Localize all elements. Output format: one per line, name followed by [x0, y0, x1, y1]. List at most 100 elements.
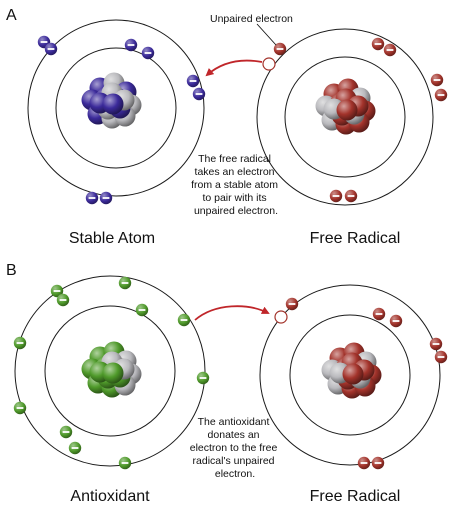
- electron: [285, 297, 299, 311]
- free-radical-b-nucleus: [321, 342, 382, 399]
- stable-atom-inner-orbit: [55, 47, 177, 169]
- electron: [68, 441, 82, 455]
- electron-charge-sign: [53, 290, 61, 292]
- electron: [135, 303, 149, 317]
- antioxidant-nucleus: [81, 341, 142, 398]
- antioxidant-caption: Antioxidant: [70, 488, 150, 505]
- free-radical-b-electrons: [285, 297, 448, 470]
- explanation-b: The antioxidant donates an electron to t…: [190, 416, 280, 480]
- panel-a-letter: A: [6, 7, 17, 24]
- free-radical-b: [259, 284, 448, 470]
- electron: [141, 46, 155, 60]
- unpaired-electron-vacancy-b: [274, 310, 288, 324]
- free-radical-a-inner-orbit: [284, 56, 406, 178]
- electron-charge-sign: [288, 303, 296, 305]
- free-radical-b-caption: Free Radical: [310, 488, 401, 505]
- electron-charge-sign: [375, 313, 383, 315]
- electron: [50, 284, 64, 298]
- electron: [99, 191, 113, 205]
- antioxidant-electrons: [13, 276, 210, 470]
- electron: [85, 191, 99, 205]
- unpaired-electron-pointer: [256, 23, 277, 46]
- electron-charge-sign: [102, 197, 110, 199]
- electron-charge-sign: [374, 43, 382, 45]
- electron-charge-sign: [347, 195, 355, 197]
- electron-charge-sign: [392, 320, 400, 322]
- electron: [59, 425, 73, 439]
- electron: [344, 189, 358, 203]
- electron-charge-sign: [121, 462, 129, 464]
- electron-charge-sign: [40, 41, 48, 43]
- electron: [124, 38, 138, 52]
- electron-charge-sign: [88, 197, 96, 199]
- electron-charge-sign: [437, 94, 445, 96]
- electron-charge-sign: [71, 447, 79, 449]
- electron-charge-sign: [195, 93, 203, 95]
- electron: [192, 87, 206, 101]
- electron: [329, 189, 343, 203]
- stable-atom-electrons: [37, 35, 206, 205]
- nucleon: [342, 363, 364, 385]
- stable-atom-caption: Stable Atom: [69, 230, 155, 247]
- electron-charge-sign: [59, 299, 67, 301]
- free-radical-a-nucleus: [315, 78, 376, 135]
- electron-charge-sign: [437, 356, 445, 358]
- electron-charge-sign: [16, 342, 24, 344]
- electron-charge-sign: [199, 377, 207, 379]
- electron-charge-sign: [180, 319, 188, 321]
- free-radical-a-outer-orbit: [256, 28, 434, 206]
- electron: [177, 313, 191, 327]
- electron: [13, 401, 27, 415]
- electron: [118, 456, 132, 470]
- electron-charge-sign: [189, 80, 197, 82]
- electron: [196, 371, 210, 385]
- electron: [118, 276, 132, 290]
- electron-charge-sign: [144, 52, 152, 54]
- electron: [383, 43, 397, 57]
- nucleon: [102, 362, 124, 384]
- panel-b-letter: B: [6, 262, 17, 279]
- antioxidant-atom: [13, 275, 210, 470]
- electron: [186, 74, 200, 88]
- free-radical-b-inner-orbit: [289, 314, 411, 436]
- antioxidant-outer-orbit: [14, 275, 206, 467]
- electron: [371, 37, 385, 51]
- electron: [434, 88, 448, 102]
- electron: [434, 350, 448, 364]
- free-radical-a-electrons: [273, 37, 448, 203]
- unpaired-electron-label: Unpaired electron: [210, 13, 293, 25]
- electron-charge-sign: [386, 49, 394, 51]
- electron-charge-sign: [332, 195, 340, 197]
- nucleon: [102, 93, 124, 115]
- electron: [389, 314, 403, 328]
- electron-charge-sign: [433, 79, 441, 81]
- electron-charge-sign: [62, 431, 70, 433]
- free-radical-b-outer-orbit: [259, 284, 441, 466]
- electron: [372, 307, 386, 321]
- stable-atom-outer-orbit: [27, 19, 205, 197]
- stable-atom: [27, 19, 206, 205]
- stable-atom-nucleus: [81, 72, 142, 129]
- electron: [357, 456, 371, 470]
- electron: [429, 337, 443, 351]
- electron-charge-sign: [127, 44, 135, 46]
- electron: [371, 456, 385, 470]
- electron-charge-sign: [138, 309, 146, 311]
- free-radical-a: [256, 28, 448, 206]
- unpaired-electron-vacancy: [262, 57, 276, 71]
- explanation-a: The free radical takes an electron from …: [191, 153, 281, 217]
- electron: [44, 42, 58, 56]
- electron-charge-sign: [374, 462, 382, 464]
- electron-charge-sign: [432, 343, 440, 345]
- electron-transfer-arrow-b: [194, 305, 270, 321]
- free-radical-a-caption: Free Radical: [310, 230, 401, 247]
- electron: [13, 336, 27, 350]
- electron: [430, 73, 444, 87]
- electron-charge-sign: [16, 407, 24, 409]
- antioxidant-inner-orbit: [44, 305, 176, 437]
- electron: [273, 42, 287, 56]
- electron-charge-sign: [360, 462, 368, 464]
- electron-charge-sign: [121, 282, 129, 284]
- electron-charge-sign: [276, 48, 284, 50]
